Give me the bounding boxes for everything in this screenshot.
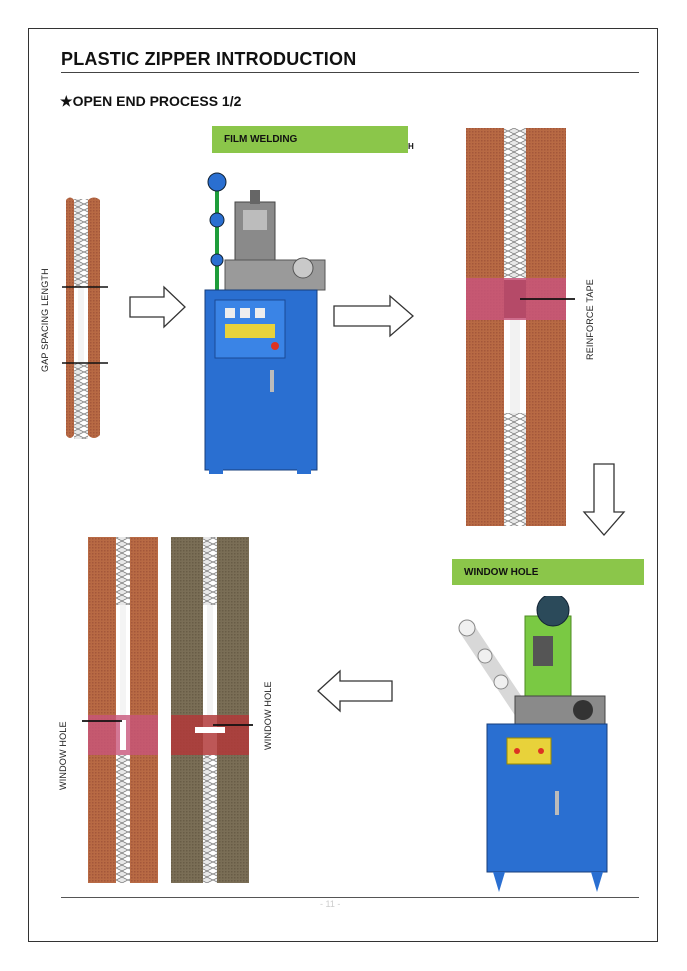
arrow-left-icon bbox=[317, 669, 393, 713]
film-welding-label: FILM WELDING bbox=[212, 126, 408, 153]
zipper-reinforce-image bbox=[466, 128, 575, 526]
page-number: - 11 - bbox=[320, 899, 341, 909]
stray-char: H bbox=[408, 142, 414, 151]
zipper-window-hole-image-2 bbox=[171, 537, 253, 883]
zipper-window-hole-image-1 bbox=[82, 537, 158, 883]
page-title: PLASTIC ZIPPER INTRODUCTION bbox=[61, 49, 357, 69]
star-icon: ★ bbox=[60, 93, 73, 109]
section-subtitle: ★OPEN END PROCESS 1/2 bbox=[60, 93, 241, 110]
window-hole-label-right: WINDOW HOLE bbox=[263, 681, 273, 750]
footer-divider bbox=[61, 897, 639, 898]
reinforce-tape-label: REINFORCE TAPE bbox=[585, 279, 595, 360]
subtitle-text: OPEN END PROCESS 1/2 bbox=[72, 93, 242, 109]
arrow-right-icon bbox=[333, 294, 414, 338]
gap-spacing-label: GAP SPACING LENGTH bbox=[40, 268, 50, 372]
arrow-right-icon bbox=[129, 285, 186, 329]
window-hole-label-left: WINDOW HOLE bbox=[58, 721, 68, 790]
window-hole-label: WINDOW HOLE bbox=[452, 559, 644, 585]
page-frame bbox=[28, 28, 658, 942]
zipper-gap-image bbox=[62, 197, 108, 439]
title-divider bbox=[61, 72, 639, 73]
arrow-down-icon bbox=[582, 463, 626, 536]
window-hole-machine-image bbox=[458, 596, 608, 892]
film-welding-machine-image bbox=[204, 172, 326, 474]
